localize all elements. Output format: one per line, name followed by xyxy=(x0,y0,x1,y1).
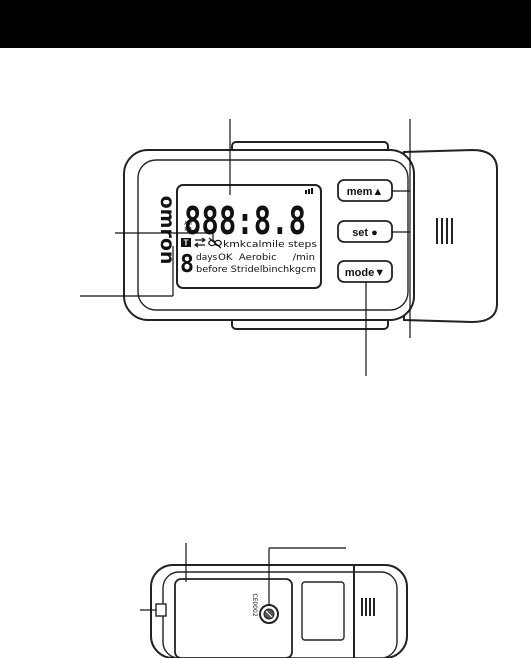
clip-grip-lines xyxy=(436,218,453,244)
back-callout-lines xyxy=(140,543,346,611)
lcd-before-row: before Stridelbinchkgcm xyxy=(196,265,316,275)
pedometer-front-view: omron 888:8.8 AM PM T kmkcalmile steps 8… xyxy=(80,119,498,376)
mem-button[interactable]: mem▲ xyxy=(337,179,393,202)
lcd-days-digit: 8 xyxy=(180,249,194,278)
lcd-display xyxy=(176,184,322,289)
ce-marking: CE0002 xyxy=(251,593,258,616)
battery-screw-icon xyxy=(259,604,279,624)
battery-cover xyxy=(174,578,293,658)
lcd-pm-indicator: PM xyxy=(184,227,191,233)
pedometer-back-view: CE0002 xyxy=(140,543,408,658)
infinity-walk-icon xyxy=(208,237,222,249)
t-badge: T xyxy=(184,239,189,248)
lcd-segment-digits: 888:8.8 xyxy=(184,199,306,243)
lcd-bar-icon xyxy=(305,188,313,194)
mem-button-label: mem▲ xyxy=(347,186,384,198)
t-badge-bg xyxy=(181,238,191,247)
front-callout-lines xyxy=(80,119,411,376)
belt-clip xyxy=(403,148,498,324)
back-grip-lines xyxy=(361,598,375,616)
back-window xyxy=(301,581,345,641)
lcd-am-indicator: AM xyxy=(184,221,192,227)
lcd-units-row: kmkcalmile steps xyxy=(223,240,317,250)
lcd-days-label: days xyxy=(196,253,218,263)
mode-button[interactable]: mode▼ xyxy=(337,260,393,283)
side-button[interactable] xyxy=(155,603,167,617)
lcd-aerobic-row: OK Aerobic /min xyxy=(218,253,315,263)
set-button[interactable]: set ● xyxy=(337,220,393,243)
brand-logo: omron xyxy=(156,196,178,265)
mode-button-label: mode▼ xyxy=(345,267,385,279)
set-button-label: set ● xyxy=(352,227,378,239)
transfer-arrows-icon xyxy=(193,237,207,248)
header-bar xyxy=(0,0,531,48)
